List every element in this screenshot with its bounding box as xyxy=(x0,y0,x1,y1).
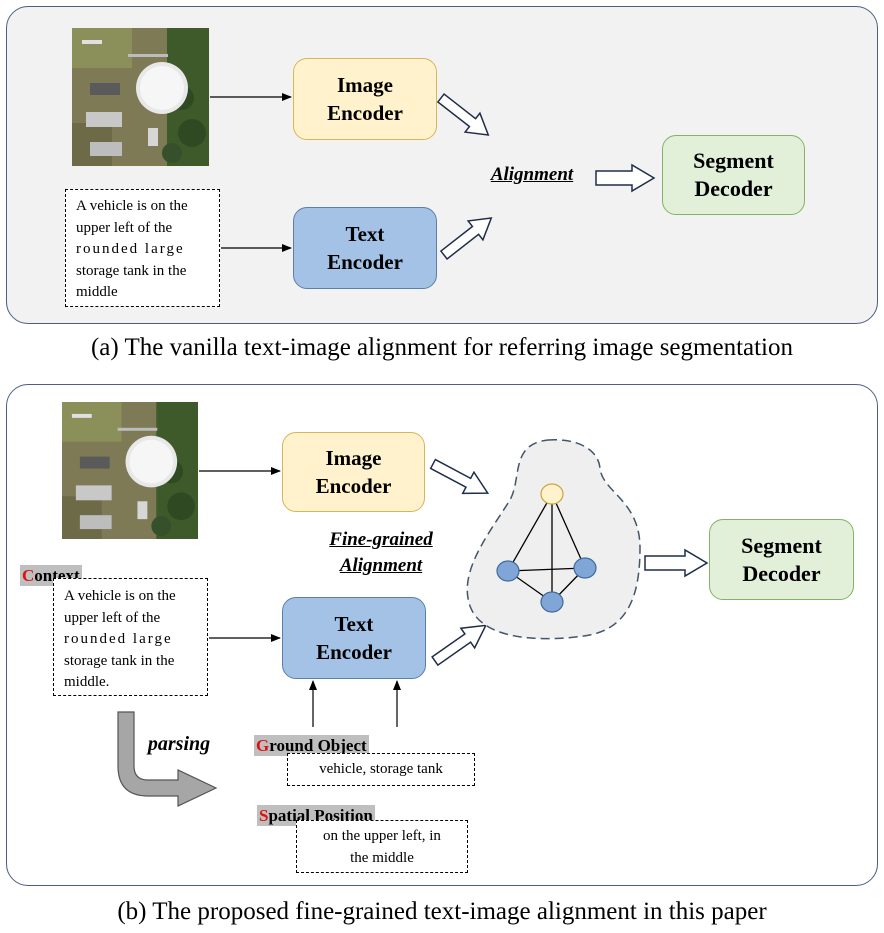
block-arrow-text-to-alignment-a xyxy=(439,217,493,260)
fine-grained-alignment-line: Alignment xyxy=(339,555,423,576)
context-text-box: A vehicle is on the upper left of the ro… xyxy=(53,578,208,696)
referring-text-line: A vehicle is on the xyxy=(76,198,188,214)
block-arrow-text-to-graph-b xyxy=(431,624,488,667)
context-text-line: rounded large xyxy=(64,631,173,647)
block-arrow-image-to-alignment-a xyxy=(436,93,490,136)
graph-node-image xyxy=(540,483,564,505)
referring-text-line: middle xyxy=(76,284,118,300)
satellite-image-a xyxy=(72,28,209,166)
block-arrow-image-to-graph-b xyxy=(429,458,490,495)
text-encoder-a: Text Encoder xyxy=(293,207,437,289)
parsing-label: parsing xyxy=(147,733,211,755)
caption-b: (b) The proposed fine-grained text-image… xyxy=(117,898,767,925)
spatial-text-line: on the upper left, in xyxy=(323,828,441,844)
ground-object-tag: Ground Object xyxy=(254,735,369,756)
segment-decoder-b: Segment Decoder xyxy=(709,519,854,600)
text-encoder-b: Text Encoder xyxy=(282,597,426,679)
block-arrow-alignment-to-decoder-a xyxy=(595,163,656,193)
graph-node-context xyxy=(496,560,520,582)
referring-text-box-a: A vehicle is on the upper left of the ro… xyxy=(65,189,220,307)
ground-tag-initial: G xyxy=(256,736,270,755)
spatial-text-line: the middle xyxy=(350,849,414,866)
spatial-tag-initial: S xyxy=(259,806,269,825)
ground-object-box: vehicle, storage tank xyxy=(287,753,475,786)
alignment-label-a: Alignment xyxy=(490,164,574,185)
graph-node-ground xyxy=(540,591,564,613)
context-text-line: middle. xyxy=(64,674,110,690)
fine-grained-alignment-label: Fine-grained Alignment xyxy=(306,527,456,579)
context-text-line: A vehicle is on the xyxy=(64,588,176,604)
referring-text-line: storage tank in the xyxy=(76,262,187,279)
referring-text-line: rounded large xyxy=(76,241,185,257)
segment-decoder-a: Segment Decoder xyxy=(662,135,805,215)
satellite-image-b xyxy=(62,402,198,539)
fine-grained-alignment-line: Fine-grained xyxy=(329,529,433,550)
block-arrow-graph-to-decoder-b xyxy=(644,548,709,578)
image-encoder-a: Image Encoder xyxy=(293,58,437,140)
parsing-curved-arrow xyxy=(117,711,218,807)
image-encoder-b: Image Encoder xyxy=(282,432,425,512)
spatial-position-box: on the upper left, in the middle xyxy=(296,820,468,873)
context-text-line: storage tank in the xyxy=(64,652,175,669)
referring-text-line: upper left of the xyxy=(76,219,173,236)
graph-region-blob xyxy=(466,439,641,640)
ground-tag-rest: round Object xyxy=(269,736,367,755)
caption-a: (a) The vanilla text-image alignment for… xyxy=(90,334,794,361)
graph-node-spatial xyxy=(573,557,597,579)
ground-object-text: vehicle, storage tank xyxy=(319,761,443,777)
context-text-line: upper left of the xyxy=(64,609,161,626)
context-tag-initial: C xyxy=(22,566,35,585)
